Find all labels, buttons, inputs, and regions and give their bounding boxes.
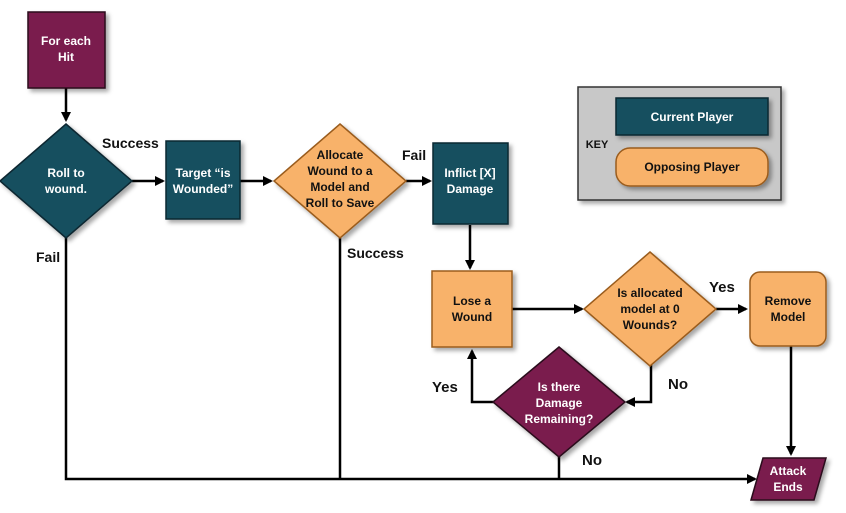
inflict-line-1: Inflict [X] [444, 166, 495, 180]
key-opposing-player-swatch [615, 147, 769, 187]
key-current-player-label: Current Player [651, 110, 734, 124]
label-success-wound: Success [102, 135, 159, 151]
edge-question-to-remaining [625, 365, 653, 407]
lose-wound-line-2: Wound [452, 310, 492, 324]
roll-to-wound-line-1: Roll to [47, 166, 84, 180]
model-zero-line-1: Is allocated [617, 286, 682, 300]
label-fail-wound: Fail [36, 249, 60, 265]
label-yes-damage: Yes [432, 379, 458, 396]
node-allocate-save: Allocate Wound to a Model and Roll to Sa… [272, 123, 408, 239]
node-damage-remaining: Is there Damage Remaining? [491, 346, 627, 458]
key-title: KEY [586, 139, 609, 151]
label-fail-save: Fail [402, 147, 426, 163]
key-opposing-player-label: Opposing Player [644, 160, 740, 174]
damage-remaining-line-1: Is there [538, 380, 581, 394]
damage-remaining-line-2: Damage [536, 396, 583, 410]
key-current-player-swatch [615, 97, 769, 136]
allocate-line-4: Roll to Save [306, 196, 375, 210]
node-target-wounded: Target “is Wounded” [165, 140, 241, 220]
remove-model-line-2: Model [771, 310, 806, 324]
target-wounded-line-2: Wounded” [173, 182, 233, 196]
inflict-line-2: Damage [447, 182, 494, 196]
lose-wound-line-1: Lose a [453, 294, 491, 308]
node-attack-ends: Attack Ends [750, 457, 827, 501]
label-no-damage: No [582, 452, 602, 469]
label-yes-zero-wounds: Yes [709, 279, 735, 296]
damage-remaining-line-3: Remaining? [525, 412, 594, 426]
node-inflict-damage: Inflict [X] Damage [432, 142, 509, 225]
node-model-zero-wounds: Is allocated model at 0 Wounds? [582, 251, 718, 367]
label-no-zero-wounds: No [668, 376, 688, 393]
node-remove-model: Remove Model [749, 271, 827, 347]
roll-to-wound-line-2: wound. [44, 182, 87, 196]
node-lose-wound: Lose a Wound [431, 270, 513, 348]
node-for-each-hit: For each Hit [27, 11, 106, 89]
for-each-hit-line-1: For each [41, 34, 91, 48]
edges [61, 88, 796, 484]
remove-model-line-1: Remove [765, 294, 812, 308]
edge-remaining-to-lose [467, 349, 496, 404]
attack-ends-line-2: Ends [773, 480, 803, 494]
allocate-line-2: Wound to a [307, 164, 372, 178]
target-wounded-line-1: Target “is [175, 166, 230, 180]
for-each-hit-line-2: Hit [58, 50, 74, 64]
attack-ends-line-1: Attack [770, 464, 807, 478]
model-zero-line-3: Wounds? [623, 318, 677, 332]
model-zero-line-2: model at 0 [620, 302, 680, 316]
allocate-line-1: Allocate [317, 148, 364, 162]
allocate-line-3: Model and [310, 180, 369, 194]
edge-fail-to-attack-ends [64, 238, 757, 484]
label-success-save: Success [347, 245, 404, 261]
key-legend: KEY Current Player Opposing Player [577, 86, 782, 201]
node-roll-to-wound: Roll to wound. [0, 123, 134, 239]
